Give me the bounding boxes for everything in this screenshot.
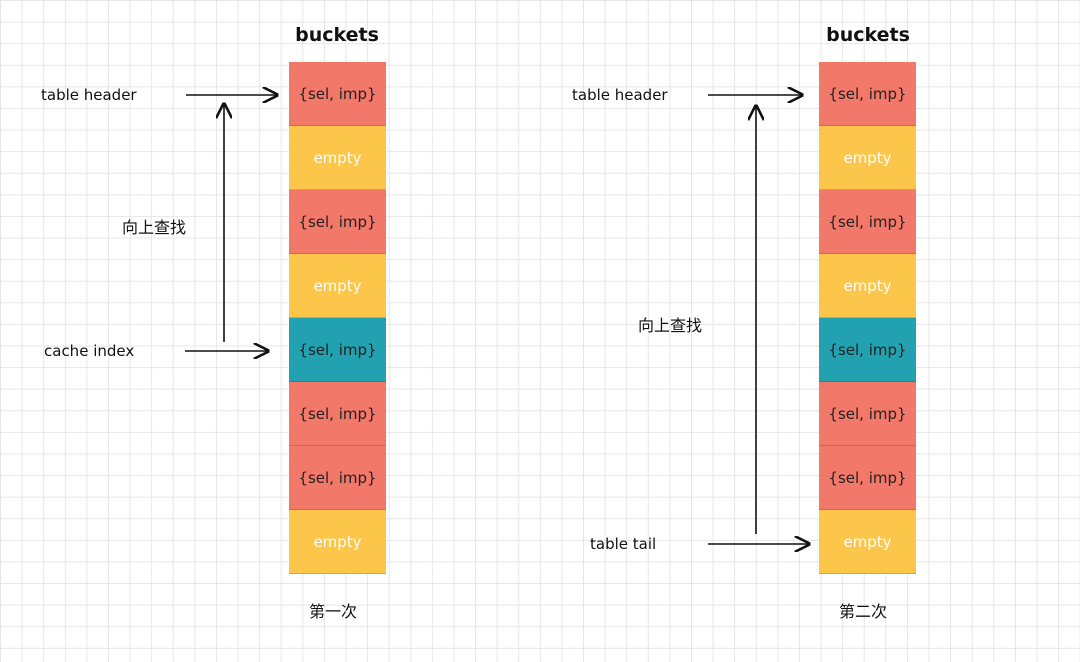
bucket-yellow: empty bbox=[819, 510, 916, 574]
bucket-yellow: empty bbox=[819, 254, 916, 318]
table-header-label-left: table header bbox=[41, 86, 137, 104]
cache-index-label: cache index bbox=[44, 342, 135, 360]
bucket-yellow: empty bbox=[289, 126, 386, 190]
bucket-red: {sel, imp} bbox=[819, 446, 916, 510]
bucket-teal: {sel, imp} bbox=[819, 318, 916, 382]
buckets-title-right: buckets bbox=[826, 24, 910, 46]
bucket-red: {sel, imp} bbox=[289, 62, 386, 126]
bucket-column-right: {sel, imp}empty{sel, imp}empty{sel, imp}… bbox=[819, 62, 916, 574]
bucket-red: {sel, imp} bbox=[819, 62, 916, 126]
bucket-red: {sel, imp} bbox=[289, 190, 386, 254]
table-header-label-right: table header bbox=[572, 86, 668, 104]
bucket-yellow: empty bbox=[819, 126, 916, 190]
caption-right: 第二次 bbox=[839, 602, 888, 621]
bucket-column-left: {sel, imp}empty{sel, imp}empty{sel, imp}… bbox=[289, 62, 386, 574]
search-up-label-right: 向上查找 bbox=[638, 316, 703, 335]
bucket-yellow: empty bbox=[289, 510, 386, 574]
bucket-red: {sel, imp} bbox=[819, 190, 916, 254]
bucket-teal: {sel, imp} bbox=[289, 318, 386, 382]
bucket-yellow: empty bbox=[289, 254, 386, 318]
buckets-title-left: buckets bbox=[295, 24, 379, 46]
table-tail-label: table tail bbox=[590, 535, 657, 553]
bucket-red: {sel, imp} bbox=[289, 382, 386, 446]
bucket-red: {sel, imp} bbox=[289, 446, 386, 510]
bucket-red: {sel, imp} bbox=[819, 382, 916, 446]
search-up-label-left: 向上查找 bbox=[122, 218, 187, 237]
caption-left: 第一次 bbox=[309, 602, 358, 621]
